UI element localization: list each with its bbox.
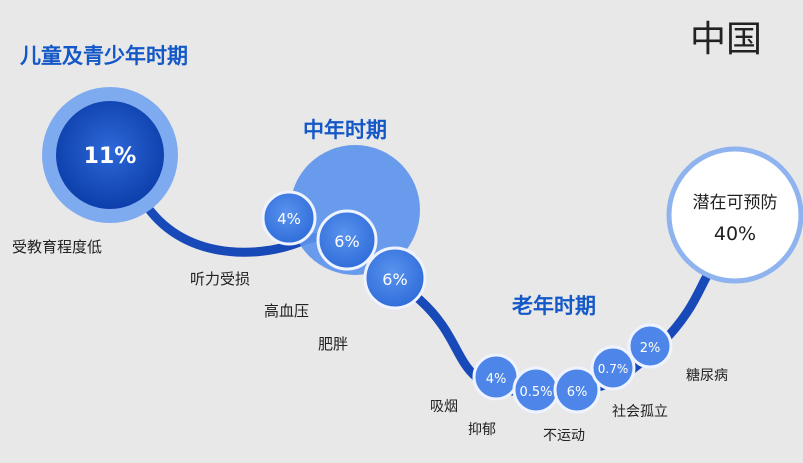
factor-hypertension: 高血压 xyxy=(264,302,310,320)
diabetes-bubble xyxy=(627,323,673,369)
factor-diabetes: 糖尿病 xyxy=(686,368,728,384)
total-label: 潜在可预防 xyxy=(693,193,778,213)
factor-childhood-education: 受教育程度低 xyxy=(12,238,103,256)
social-isolation-value: 0.7% xyxy=(598,362,629,376)
factor-hearing-loss: 听力受损 xyxy=(190,270,251,288)
factor-social-isolation: 社会孤立 xyxy=(612,404,668,420)
total-value: 40% xyxy=(714,223,756,245)
total-bubble xyxy=(666,146,803,284)
diabetes-value: 2% xyxy=(640,341,661,356)
factor-inactivity: 不运动 xyxy=(543,428,585,444)
childhood-education-value: 11% xyxy=(84,144,137,169)
obesity-bubble xyxy=(363,246,427,310)
factor-obesity: 肥胖 xyxy=(318,335,349,353)
childhood-bubble xyxy=(56,101,164,209)
factor-depression: 抑郁 xyxy=(468,422,496,438)
inactivity-value: 6% xyxy=(567,385,588,400)
depression-value: 0.5% xyxy=(519,385,552,400)
stage-title-midlife: 中年时期 xyxy=(303,118,387,142)
stage-title-later-life: 老年时期 xyxy=(512,294,596,318)
obesity-value: 6% xyxy=(382,270,407,289)
region-label: 中国 xyxy=(690,19,763,60)
hearing-loss-value: 4% xyxy=(277,210,301,228)
inactivity-bubble xyxy=(553,366,601,414)
hypertension-value: 6% xyxy=(334,232,359,251)
factor-smoking: 吸烟 xyxy=(430,399,458,415)
social-isolation-bubble xyxy=(590,345,636,391)
stage-title-childhood: 儿童及青少年时期 xyxy=(20,44,188,68)
hypertension-bubble xyxy=(316,209,378,271)
smoking-value: 4% xyxy=(486,372,507,387)
hearing-loss-bubble xyxy=(261,190,317,246)
